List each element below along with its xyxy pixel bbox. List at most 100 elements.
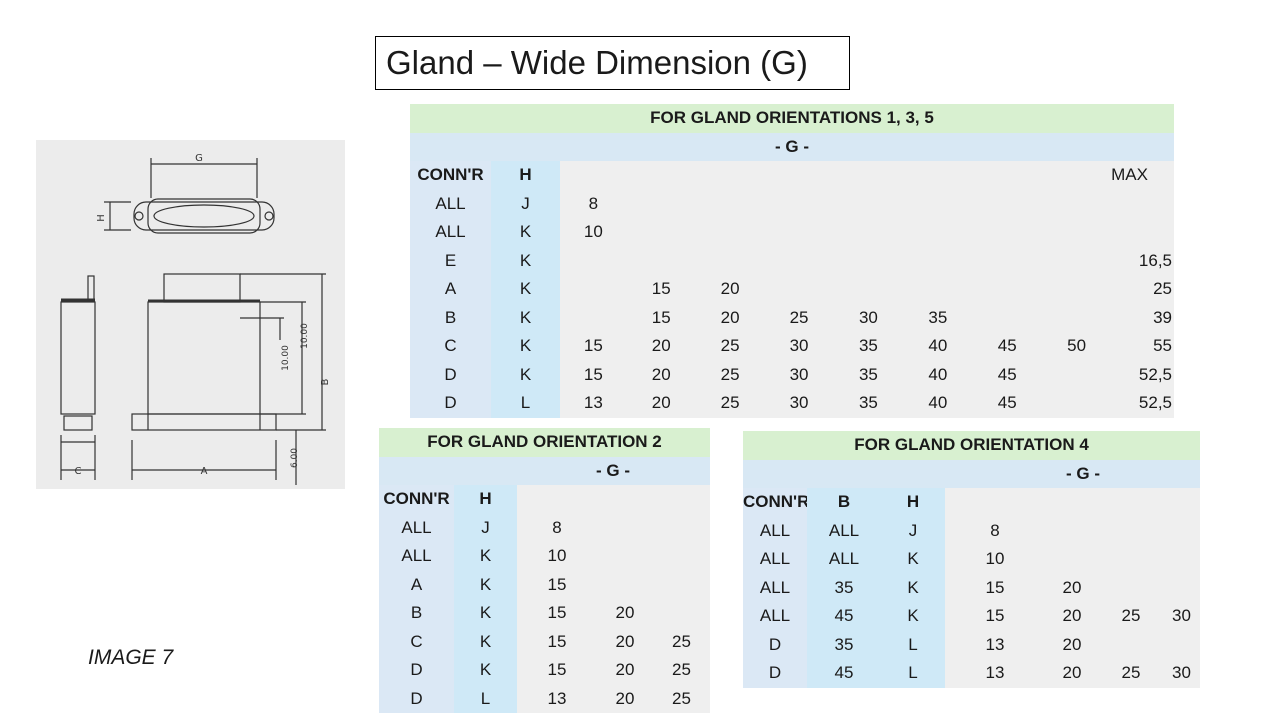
cell-value xyxy=(626,189,696,218)
cell-value xyxy=(559,246,627,275)
cell-h: K xyxy=(454,570,517,599)
cell-value: 45 xyxy=(972,360,1043,389)
cell-h: K xyxy=(881,602,945,631)
cell-h: J xyxy=(454,513,517,542)
cell-h: L xyxy=(454,684,517,713)
cell-h: K xyxy=(454,627,517,656)
side-view-body xyxy=(60,301,96,415)
page-title: Gland – Wide Dimension (G) xyxy=(375,36,850,90)
cell-value xyxy=(972,246,1043,275)
cell-connr: ALL xyxy=(743,516,807,545)
cell-h: K xyxy=(454,599,517,628)
cell-value xyxy=(1163,630,1201,659)
cell-value: 13 xyxy=(945,659,1045,688)
cell-value: 25 xyxy=(653,684,710,713)
cell-value xyxy=(695,189,765,218)
max-label: MAX xyxy=(1111,161,1174,190)
cell-value: 25 xyxy=(764,303,834,332)
cell-value: 10 xyxy=(517,542,597,571)
cell-value: 20 xyxy=(597,627,653,656)
cell-value xyxy=(626,246,696,275)
cell-value xyxy=(1163,573,1201,602)
cell-value: 20 xyxy=(1045,602,1099,631)
cell-h: L xyxy=(491,389,560,418)
cell-value: 20 xyxy=(1045,659,1099,688)
table-subheader: - G - xyxy=(410,132,1174,161)
cell-value: 15 xyxy=(626,303,696,332)
table-header: FOR GLAND ORIENTATION 4 xyxy=(743,431,1201,460)
cell-connr: C xyxy=(410,332,492,361)
cell-value: 52,5 xyxy=(1111,389,1174,418)
front-view-flange xyxy=(131,413,277,431)
cell-value: 8 xyxy=(945,516,1045,545)
cell-value xyxy=(1045,545,1099,574)
cell-connr: ALL xyxy=(410,189,492,218)
cell-connr: B xyxy=(379,599,454,628)
cell-value: 25 xyxy=(695,360,765,389)
column-header-connr: CONN'R xyxy=(410,161,492,190)
cell-value: 15 xyxy=(517,656,597,685)
column-header-h: H xyxy=(881,488,945,517)
top-view-opening xyxy=(153,204,255,228)
cell-value xyxy=(1099,573,1163,602)
cell-value xyxy=(559,303,627,332)
cell-value: 35 xyxy=(833,332,904,361)
cell-h: K xyxy=(454,542,517,571)
column-header-b: B xyxy=(807,488,881,517)
cell-value xyxy=(764,246,834,275)
cell-value xyxy=(764,189,834,218)
cell-value: 35 xyxy=(833,389,904,418)
cell-connr: B xyxy=(410,303,492,332)
cell-value: 52,5 xyxy=(1111,360,1174,389)
cell-value xyxy=(972,189,1043,218)
cell-h: J xyxy=(881,516,945,545)
cell-value: 50 xyxy=(1042,332,1112,361)
cell-value: 13 xyxy=(559,389,627,418)
cell-value: 20 xyxy=(695,303,765,332)
cell-value xyxy=(559,275,627,304)
cell-value: 20 xyxy=(597,656,653,685)
column-header-h: H xyxy=(491,161,560,190)
cell-value: 10 xyxy=(559,218,627,247)
cell-value: 40 xyxy=(903,360,973,389)
cell-value xyxy=(1045,516,1099,545)
cell-connr: D xyxy=(379,656,454,685)
cell-h: K xyxy=(491,360,560,389)
cell-b: 35 xyxy=(807,630,881,659)
cell-value xyxy=(653,570,710,599)
cell-value xyxy=(597,570,653,599)
cell-value: 25 xyxy=(695,389,765,418)
cell-value: 35 xyxy=(903,303,973,332)
table-orientation-2: FOR GLAND ORIENTATION 2 - G - CONN'R H A… xyxy=(379,428,710,713)
cell-b: ALL xyxy=(807,545,881,574)
cell-value: 8 xyxy=(517,513,597,542)
column-header-connr: CONN'R xyxy=(379,485,454,514)
cell-connr: ALL xyxy=(410,218,492,247)
cell-value xyxy=(903,189,973,218)
cell-value xyxy=(626,218,696,247)
label-c: C xyxy=(75,466,82,477)
cell-value xyxy=(972,218,1043,247)
cell-value: 40 xyxy=(903,389,973,418)
cell-connr: ALL xyxy=(379,513,454,542)
cell-value xyxy=(1163,545,1201,574)
cell-value xyxy=(1111,189,1174,218)
cell-value: 40 xyxy=(903,332,973,361)
cell-value: 15 xyxy=(559,332,627,361)
cell-value: 20 xyxy=(1045,573,1099,602)
cell-value xyxy=(1042,189,1112,218)
cell-value xyxy=(1042,389,1112,418)
cell-value xyxy=(1042,275,1112,304)
cell-connr: D xyxy=(410,389,492,418)
